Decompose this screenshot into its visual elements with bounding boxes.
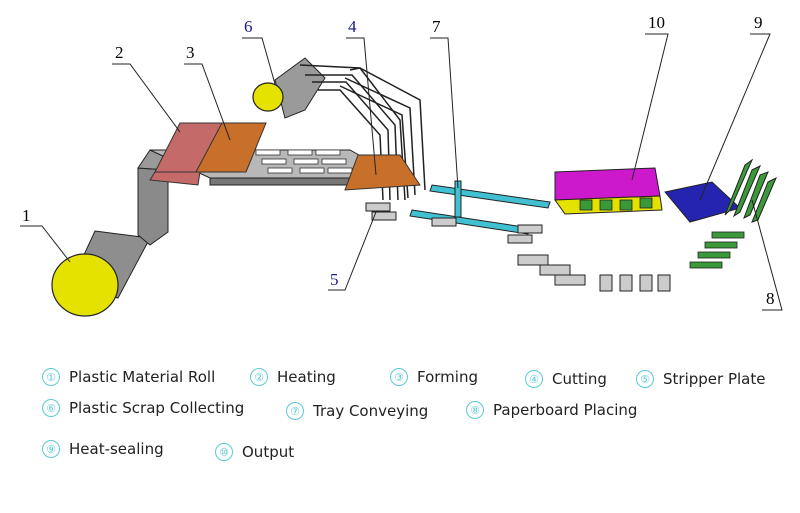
number-1-icon: ① xyxy=(42,368,60,386)
stripper-trays xyxy=(365,202,397,221)
callout-7: 7 xyxy=(432,17,441,36)
legend-item-scrap-collecting: ⑥ Plastic Scrap Collecting xyxy=(42,399,244,417)
legend-label: Plastic Scrap Collecting xyxy=(69,399,245,417)
number-8-icon: ⑧ xyxy=(466,401,484,419)
output-station xyxy=(554,167,663,215)
material-roll xyxy=(51,149,169,317)
legend-item-heat-sealing: ⑨ Heat-sealing xyxy=(42,440,164,458)
legend-item-output: ⑩ Output xyxy=(215,443,294,461)
legend-label: Output xyxy=(242,443,295,461)
legend-item-forming: ③ Forming xyxy=(390,368,478,386)
callout-4: 4 xyxy=(348,17,357,36)
callout-3: 3 xyxy=(186,43,195,62)
legend-item-stripper-plate: ⑤ Stripper Plate xyxy=(636,370,765,388)
legend-label: Heat-sealing xyxy=(69,440,164,458)
number-4-icon: ④ xyxy=(525,370,543,388)
callout-9: 9 xyxy=(754,13,763,32)
number-6-icon: ⑥ xyxy=(42,399,60,417)
legend-label: Tray Conveying xyxy=(313,402,429,420)
legend-label: Heating xyxy=(277,368,336,386)
number-7-icon: ⑦ xyxy=(286,402,304,420)
legend-label: Forming xyxy=(417,368,478,386)
cutting-plate xyxy=(344,154,421,191)
number-5-icon: ⑤ xyxy=(636,370,654,388)
heating-plate-lower xyxy=(149,171,201,186)
legend-label: Stripper Plate xyxy=(663,370,766,388)
number-10-icon: ⑩ xyxy=(215,443,233,461)
legend-item-heating: ② Heating xyxy=(250,368,336,386)
heat-sealing-station xyxy=(664,181,745,269)
callout-1: 1 xyxy=(22,206,31,225)
number-9-icon: ⑨ xyxy=(42,440,60,458)
tray-conveyor xyxy=(409,180,671,292)
callout-6: 6 xyxy=(244,17,253,36)
legend-item-cutting: ④ Cutting xyxy=(525,370,607,388)
forming-plate xyxy=(195,122,267,173)
callout-2: 2 xyxy=(115,43,124,62)
number-3-icon: ③ xyxy=(390,368,408,386)
callout-5: 5 xyxy=(330,270,339,289)
paperboard-stack xyxy=(724,158,777,223)
process-diagram: 1 2 3 6 4 7 5 10 9 8 xyxy=(20,13,783,317)
legend-label: Plastic Material Roll xyxy=(69,368,216,386)
callout-8: 8 xyxy=(766,289,775,308)
legend-item-tray-conveying: ⑦ Tray Conveying xyxy=(286,402,428,420)
number-2-icon: ② xyxy=(250,368,268,386)
legend-item-paperboard-placing: ⑧ Paperboard Placing xyxy=(466,401,637,419)
callout-10: 10 xyxy=(648,13,665,32)
legend-label: Paperboard Placing xyxy=(493,401,638,419)
callout-leaders xyxy=(20,33,783,311)
legend-item-material-roll: ① Plastic Material Roll xyxy=(42,368,215,386)
legend-label: Cutting xyxy=(552,370,607,388)
